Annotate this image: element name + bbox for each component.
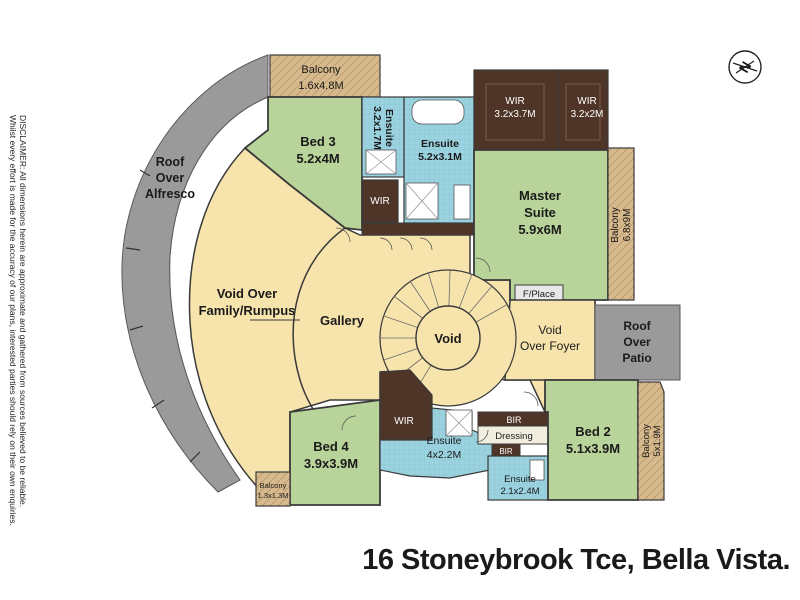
wir-master-left-size: 3.2x3.7M — [494, 109, 535, 120]
roof-patio-shape — [594, 304, 681, 381]
ensuite-bed4-size: 4x2.2M — [427, 449, 461, 461]
balcony-master-size: 6.8x9M — [622, 209, 633, 242]
roof-patio-label-1: Roof — [623, 319, 651, 333]
void-label: Void — [434, 331, 461, 346]
wir-bed3-label: WIR — [370, 196, 389, 207]
wir-bed3-shape — [361, 179, 399, 223]
fplace-label: F/Place — [523, 289, 555, 300]
gallery-label: Gallery — [320, 313, 365, 328]
vanity-master — [453, 184, 471, 220]
master-size: 5.9x6M — [518, 222, 561, 237]
balcony-bed2-label: Balcony — [641, 424, 652, 458]
roof-alfresco-outer — [121, 54, 269, 493]
ensuite-master-size: 5.2x3.1M — [418, 151, 462, 163]
void-foyer-label-2: Over Foyer — [520, 339, 580, 353]
balcony-bed2-shape — [637, 381, 665, 501]
balcony-bed2-size: 5x1.9M — [652, 425, 663, 456]
ensuite-master-label: Ensuite — [421, 138, 459, 150]
bed2-shape — [544, 379, 639, 501]
roof-alfresco-label-1: Roof — [156, 155, 185, 169]
void-family-label-2: Family/Rumpus — [199, 303, 296, 318]
corridor-wardrobe — [361, 222, 475, 236]
balcony-small-size: 1.3x1.3M — [258, 491, 289, 500]
balcony-top-size: 1.6x4.8M — [298, 80, 343, 92]
north-arrow-icon: N — [728, 50, 762, 84]
wir-master-right-shelf — [565, 83, 601, 141]
bir-bed2-label: BIR — [506, 415, 522, 425]
void-family-label-1: Void Over — [217, 286, 277, 301]
vanity-bed2 — [529, 459, 545, 481]
wir-master-right-label: WIR — [577, 96, 596, 107]
ensuite-bed4-label: Ensuite — [426, 435, 461, 447]
void-foyer-label-1: Void — [538, 323, 561, 337]
bed2-size: 5.1x3.9M — [566, 441, 620, 456]
roof-alfresco-label-3: Alfresco — [145, 187, 195, 201]
dressing-label: Dressing — [495, 431, 533, 442]
bed3-size: 5.2x4M — [296, 151, 339, 166]
wir-bed4-label: WIR — [394, 416, 413, 427]
ensuite-bed2-size: 2.1x2.4M — [500, 486, 539, 497]
balcony-small-shape — [255, 471, 291, 507]
roof-patio-label-3: Patio — [622, 351, 651, 365]
wir-master-right-size: 3.2x2M — [571, 109, 604, 120]
master-label-2: Suite — [524, 205, 556, 220]
roof-alfresco-label-2: Over — [156, 171, 185, 185]
balcony-master-label: Balcony — [610, 207, 621, 243]
bathtub — [411, 99, 465, 125]
stair-void-circle — [415, 305, 481, 371]
master-label-1: Master — [519, 188, 561, 203]
ensuite-bed3-label: Ensuite — [383, 109, 395, 147]
bed3-label: Bed 3 — [300, 134, 335, 149]
ensuite-bed3-size: 3.2x1.7M — [371, 106, 383, 150]
wir-master-left-label: WIR — [505, 96, 524, 107]
balcony-small-label: Balcony — [260, 481, 287, 490]
bed4-label: Bed 4 — [313, 439, 349, 454]
door-swings — [335, 227, 539, 443]
bir-small-label: BIR — [499, 447, 513, 456]
balcony-master-shape — [607, 147, 635, 301]
ensuite-bed2-label: Ensuite — [504, 474, 536, 485]
roof-alfresco-ticks — [125, 169, 201, 463]
property-address: 16 Stoneybrook Tce, Bella Vista. — [362, 544, 790, 576]
room-labels: Roof Over Alfresco Balcony 1.6x4.8M Bed … — [145, 64, 663, 500]
balcony-top-label: Balcony — [301, 64, 341, 76]
bed4-size: 3.9x3.9M — [304, 456, 358, 471]
bed2-label: Bed 2 — [575, 424, 610, 439]
roof-patio-label-2: Over — [623, 335, 651, 349]
wir-master-left-shelf — [485, 83, 545, 141]
